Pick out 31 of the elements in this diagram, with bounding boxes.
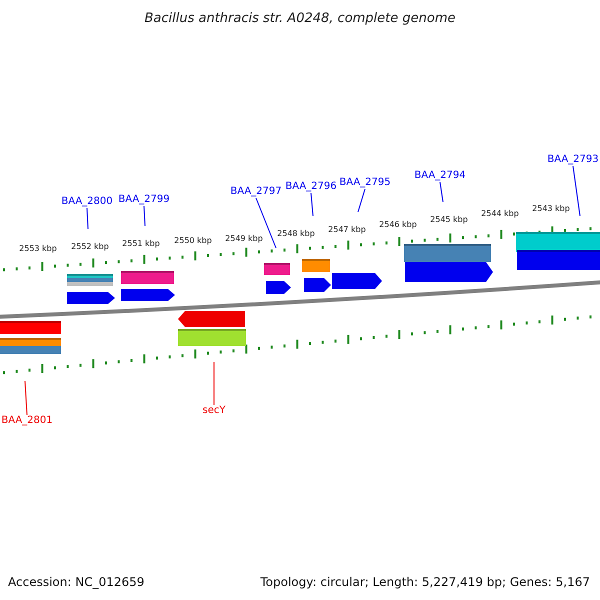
leader-line [310, 192, 314, 216]
scale-label: 2553 kbp [19, 245, 57, 253]
title: Bacillus anthracis str. A0248, complete genome [144, 12, 456, 25]
gene-label: BAA_2795 [339, 178, 391, 188]
footer-note: Accession: NC_012659 [8, 576, 144, 588]
scale-label: 2547 kbp [328, 226, 366, 234]
scale-label: 2546 kbp [379, 221, 417, 229]
scale-label: 2543 kbp [532, 205, 570, 213]
scale-label: 2550 kbp [174, 237, 212, 245]
leader-line [440, 182, 444, 202]
scale-label: 2552 kbp [71, 243, 109, 251]
scale-label: 2544 kbp [481, 210, 519, 218]
gene-label: BAA_2799 [118, 195, 170, 205]
gene-label: BAA_2797 [230, 187, 282, 197]
leader-line [256, 198, 276, 248]
gene-label: BAA_2793 [547, 155, 599, 165]
scale-label: 2551 kbp [122, 240, 160, 248]
gene-label: BAA_2801 [1, 416, 53, 426]
leader-line [24, 380, 28, 416]
scale-label: 2545 kbp [430, 216, 468, 224]
scale-label: 2549 kbp [225, 235, 263, 243]
footer-note: Topology: circular; Length: 5,227,419 bp; Genes: 5,167 [260, 576, 590, 588]
leader-line [144, 206, 146, 226]
gene-label: secY [202, 406, 226, 416]
gene-label: BAA_2796 [285, 182, 337, 192]
leader-line [572, 166, 580, 216]
scale-label: 2548 kbp [277, 230, 315, 238]
leader-line [358, 188, 366, 212]
leader-line [86, 208, 88, 230]
gene-label: BAA_2800 [61, 197, 113, 207]
gene-label: BAA_2794 [414, 171, 466, 181]
